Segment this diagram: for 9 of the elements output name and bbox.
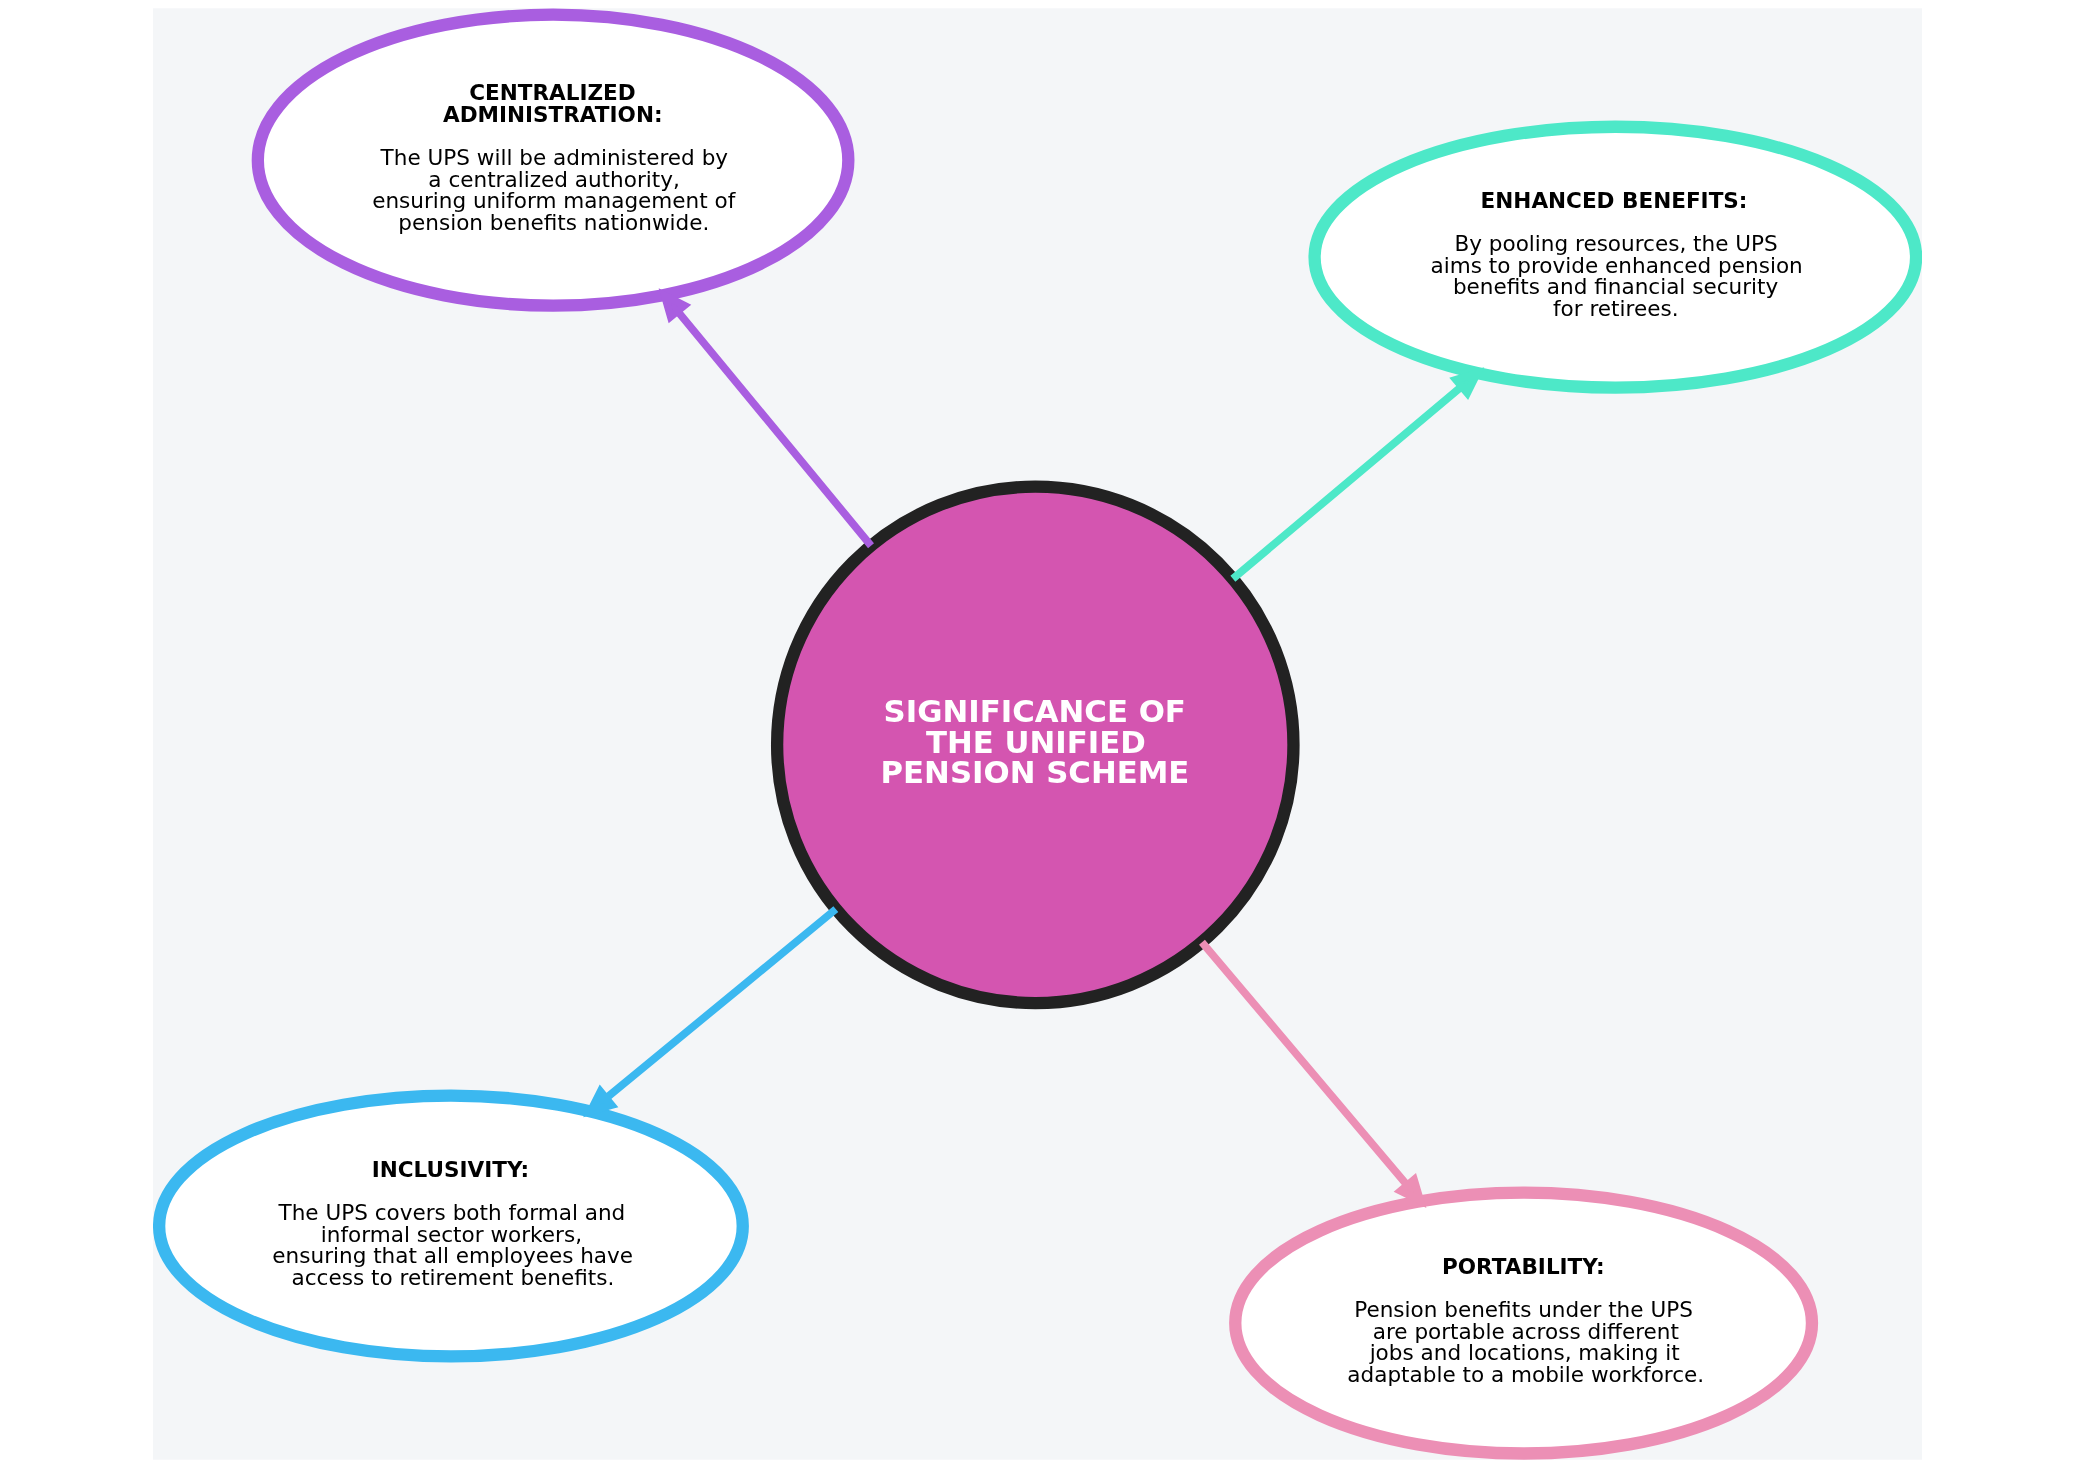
node-ellipse: PORTABILITY: Pension benefits under the UPS are portable across different jobs and locations, making it adaptable to a mobile workforce. [1228,1186,1818,1460]
node-ellipse: INCLUSIVITY: The UPS covers both formal and informal sector workers, ensuring that all employees have access to retirement benefits. [152,1089,749,1363]
node-circle: SIGNIFICANCE OF THE UNIFIED PENSION SCHEME [770,480,1300,1010]
node-ellipse: CENTRALIZED ADMINISTRATION: The UPS will be administered by a centralized authority, ensuring uniform management of pension benefits nationwide. [251,8,854,312]
arrow [582,906,838,1118]
arrow [658,288,874,549]
arrow [1229,367,1484,582]
node-ellipse: ENHANCED BENEFITS: By pooling resources, the UPS aims to provide enhanced pension benefits and financial security for retirees. [1307,120,1922,394]
arrow [1198,939,1426,1208]
